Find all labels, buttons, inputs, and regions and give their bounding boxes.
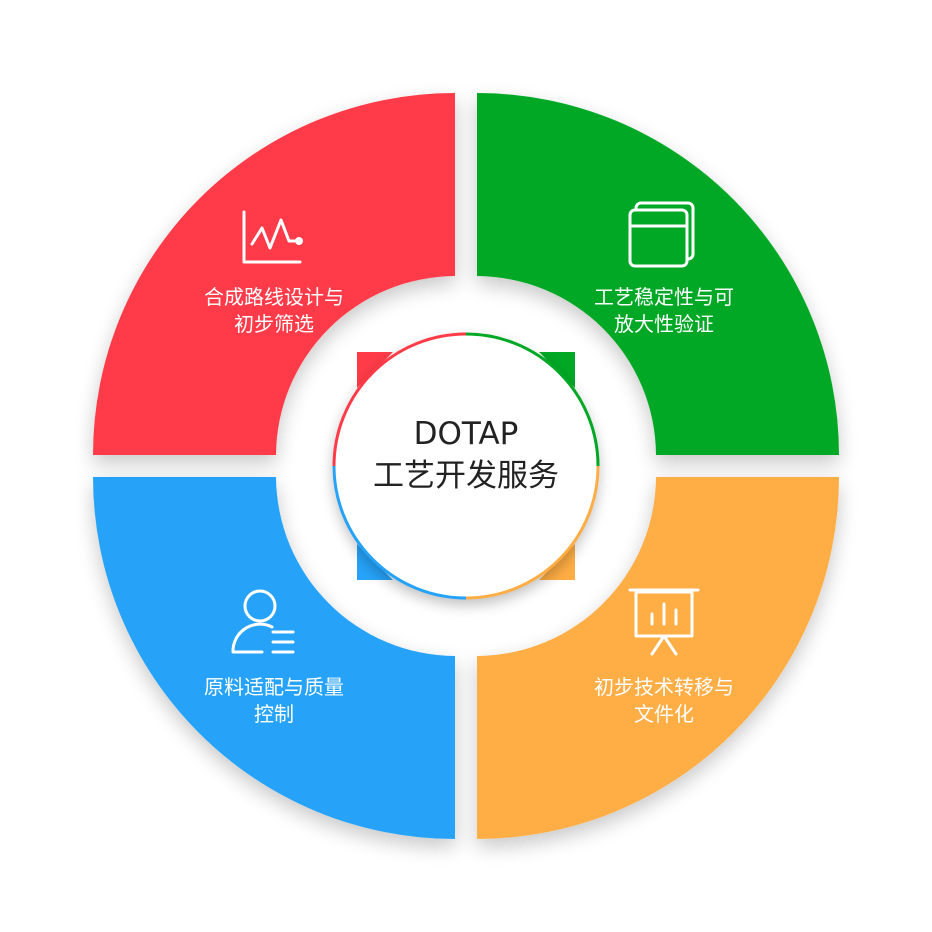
center-arc-green: [465, 332, 600, 467]
segment-green-label-line1: 工艺稳定性与可: [594, 285, 734, 309]
center-title-line1: DOTAP: [414, 416, 519, 452]
segment-green-label-line2: 放大性验证: [614, 312, 714, 336]
segment-red: [93, 93, 455, 455]
segment-red-label-line2: 初步筛选: [234, 312, 314, 336]
segment-orange: [477, 477, 839, 839]
segment-blue: [93, 477, 455, 839]
segment-blue-label-line2: 控制: [254, 702, 294, 726]
presentation-board-icon: [628, 588, 700, 656]
center-title-line2: 工艺开发服务: [373, 458, 559, 494]
center-arc-red: [332, 332, 467, 467]
line-chart-icon: [242, 210, 303, 264]
center-arc-orange: [465, 465, 600, 600]
browser-window-icon: [628, 201, 695, 268]
user-list-icon: [231, 589, 295, 654]
segment-orange-label-line2: 文件化: [634, 702, 694, 726]
segment-green: [477, 93, 839, 455]
segment-blue-label-line1: 原料适配与质量: [204, 675, 344, 699]
segment-red-label-line1: 合成路线设计与: [204, 285, 344, 309]
segment-orange-label-line1: 初步技术转移与: [594, 675, 734, 699]
center-arc-blue: [332, 465, 467, 600]
center-circle: [333, 333, 599, 599]
